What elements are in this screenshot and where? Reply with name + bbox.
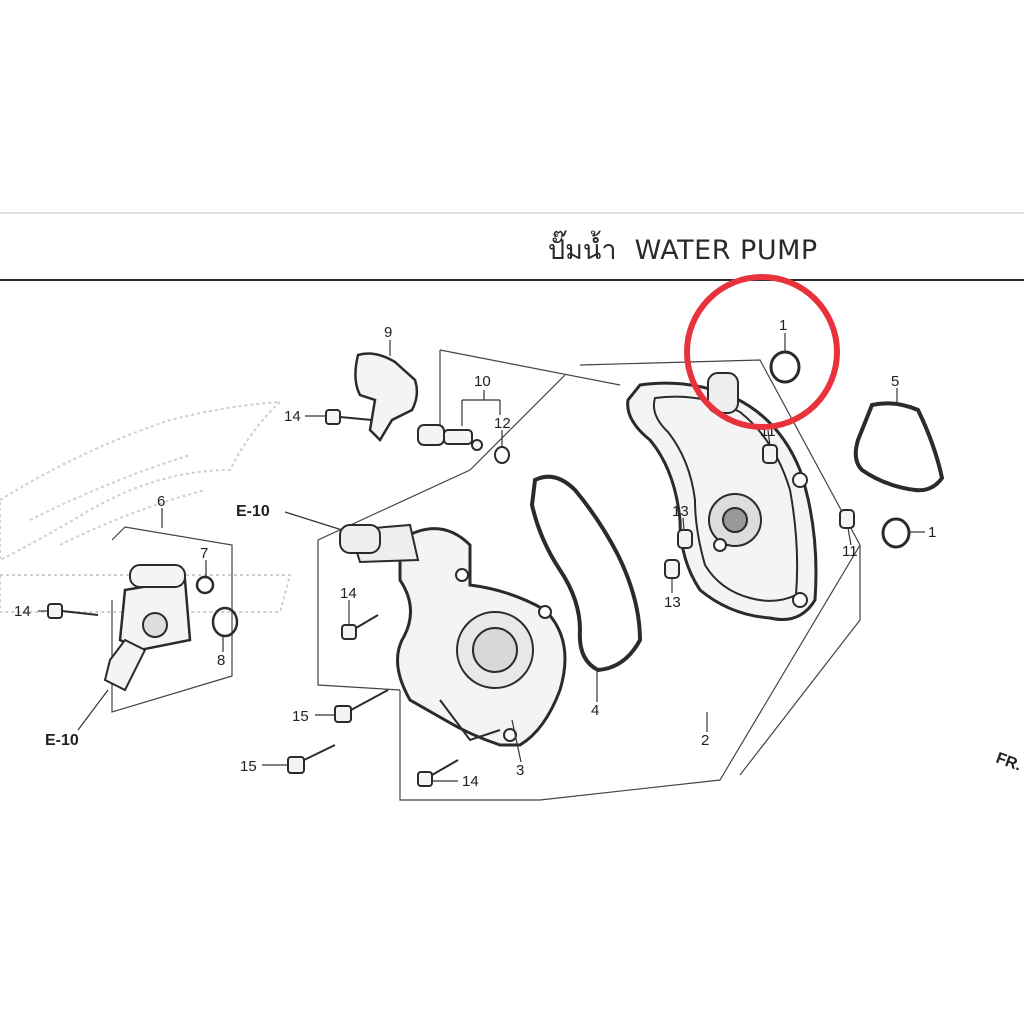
part-8-oring — [211, 606, 239, 638]
callout-8: 8 — [217, 652, 225, 669]
callout-9: 9 — [384, 324, 392, 341]
bolt-14-middle — [341, 614, 379, 640]
part-2-pump-cover — [626, 372, 818, 621]
bolt-14-top — [325, 409, 373, 425]
callout-1-right: 1 — [928, 524, 936, 541]
part-9-bracket — [354, 352, 419, 443]
diagram-title: ปั๊มน้ำ WATER PUMP — [548, 228, 818, 271]
title-english: WATER PUMP — [634, 235, 818, 266]
part-12-oring — [494, 446, 510, 464]
callout-14-bottom: 14 — [462, 773, 479, 790]
callout-6: 6 — [157, 493, 165, 510]
highlight-circle — [684, 274, 840, 430]
part-7-oring — [195, 575, 215, 595]
callout-3: 3 — [516, 762, 524, 779]
part-3-pump-body — [339, 523, 567, 747]
part-1-oring-right — [881, 517, 911, 549]
callout-2: 2 — [701, 732, 709, 749]
leader-lines — [38, 333, 925, 782]
part-4-gasket — [529, 474, 643, 673]
callout-4: 4 — [591, 702, 599, 719]
bolt-15-upper — [334, 689, 389, 723]
ref-front-arrow: FR. — [994, 750, 1024, 775]
callout-13-upper: 13 — [672, 503, 689, 520]
callout-11-right: 11 — [842, 543, 858, 560]
callout-14-middle: 14 — [340, 585, 357, 602]
callout-14-left: 14 — [14, 603, 31, 620]
callout-13-lower: 13 — [664, 594, 681, 611]
title-thai: ปั๊มน้ำ — [548, 235, 617, 266]
dowel-pins — [664, 444, 855, 579]
callout-12: 12 — [494, 415, 511, 432]
callout-14-top: 14 — [284, 408, 301, 425]
bolt-15-lower — [287, 744, 336, 774]
brand-watermark — [0, 400, 292, 613]
bolt-14-left — [47, 603, 99, 619]
part-5-gasket — [853, 401, 945, 493]
ref-e10-top: E-10 — [236, 503, 270, 520]
callout-10: 10 — [474, 373, 491, 390]
part-10-sensor — [417, 424, 483, 451]
callout-15-lower: 15 — [240, 758, 257, 775]
callout-7: 7 — [200, 545, 208, 562]
part-6-thermostat-housing — [103, 564, 192, 692]
callout-15-upper: 15 — [292, 708, 309, 725]
part-1-oring-top — [769, 350, 801, 384]
bolt-14-bottom — [417, 759, 459, 787]
bolts — [47, 409, 459, 787]
ref-e10-bottom: E-10 — [45, 732, 79, 749]
callout-1-top: 1 — [779, 317, 787, 334]
callout-5: 5 — [891, 373, 899, 390]
